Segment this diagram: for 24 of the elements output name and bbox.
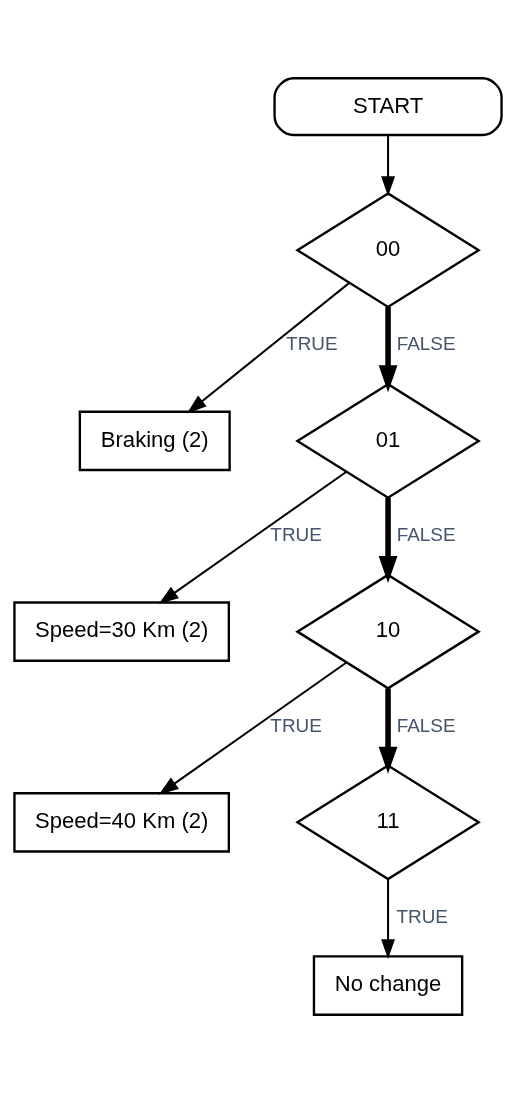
node-diamond: 11 xyxy=(295,764,481,881)
node-diamond: 00 xyxy=(295,192,481,309)
edge-label: TRUE xyxy=(396,905,448,927)
arrow xyxy=(378,497,398,583)
edge-label: TRUE xyxy=(286,333,338,355)
edge-label: FALSE xyxy=(396,333,456,355)
edge-label: TRUE xyxy=(270,714,322,736)
arrow xyxy=(381,135,395,197)
node-diamond: 10 xyxy=(295,573,481,690)
arrow xyxy=(378,688,398,774)
node-box: START xyxy=(273,77,503,137)
edge-label: TRUE xyxy=(270,524,322,546)
node-diamond: 01 xyxy=(295,382,481,500)
node-box: Speed=30 Km (2) xyxy=(13,601,230,662)
node-box: Speed=40 Km (2) xyxy=(13,792,230,853)
node-box: Braking (2) xyxy=(78,410,231,472)
node-box: No change xyxy=(312,955,464,1016)
edge-label: FALSE xyxy=(396,714,456,736)
arrow xyxy=(158,470,347,604)
arrow xyxy=(381,879,395,960)
arrow xyxy=(378,307,398,393)
arrow xyxy=(186,282,350,414)
edge-label: FALSE xyxy=(396,524,456,546)
arrow xyxy=(158,661,347,795)
